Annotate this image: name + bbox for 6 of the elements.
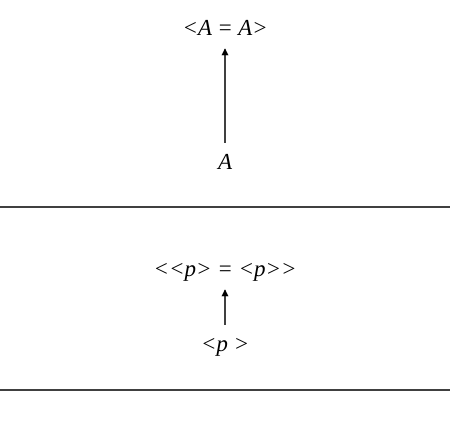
expression-text: <<p> = <p>> bbox=[153, 256, 297, 282]
expression-text: <p > bbox=[200, 331, 250, 357]
expression-text: A bbox=[218, 149, 232, 175]
arrow bbox=[222, 48, 228, 143]
expression-text: <A = A> bbox=[182, 15, 268, 41]
arrow bbox=[222, 289, 228, 325]
